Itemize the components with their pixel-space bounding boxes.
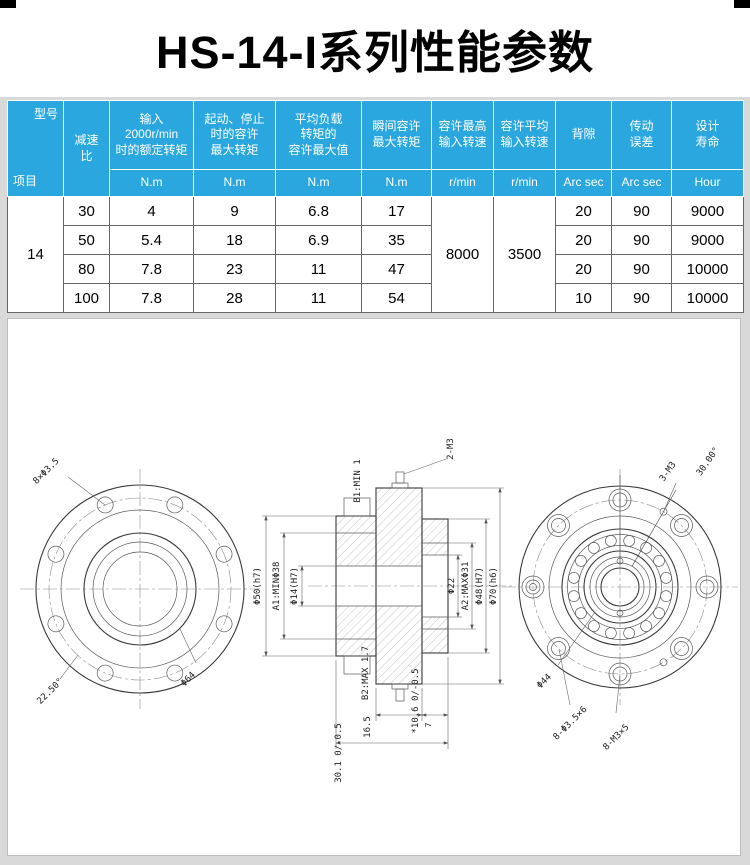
unit-transmission-error: Arc sec [611, 169, 672, 197]
cell-rated-torque: 5.4 [109, 225, 194, 255]
model-cell: 14 [7, 196, 64, 313]
corner-header-cell: 型号 项目 [7, 100, 64, 197]
technical-drawing: 8×Φ3.5 22.50° Φ64 [20, 438, 738, 783]
col-header-design-life: 设计 寿命 [671, 100, 744, 170]
cell-ratio: 100 [63, 283, 110, 313]
dim-label-16-5: 16.5 [363, 716, 373, 738]
dim-label-2250deg: 22.50° [36, 677, 66, 707]
dim-label-30deg: 30.00° [695, 446, 722, 478]
dim-label-b2-max: B2:MAX 1.7 [361, 646, 371, 700]
cell-avg-load-torque: 6.9 [275, 225, 362, 255]
col-header-avg-load-torque: 平均负载 转矩的 容许最大值 [275, 100, 362, 170]
cell-design-life: 9000 [671, 196, 744, 226]
table-row: 50 5.4 18 6.9 35 20 90 9000 [8, 225, 744, 255]
dim-label-a2-max-phi31: A2:MAXΦ31 [461, 562, 471, 611]
col-header-instant-torque: 瞬间容许 最大转矩 [361, 100, 432, 170]
cell-backlash: 20 [555, 254, 612, 284]
corner-mark-right [734, 0, 750, 8]
cell-startstop-torque: 9 [193, 196, 276, 226]
dim-label-8-phi35x6: 8-Φ3.5×6 [552, 705, 590, 743]
dim-label-2-m3: 2-M3 [446, 438, 456, 460]
unit-startstop-torque: N.m [193, 169, 276, 197]
cell-design-life: 10000 [671, 254, 744, 284]
title-band: HS-14-I系列性能参数 [0, 0, 750, 97]
dim-label-b1-min: B1:MIN 1 [353, 459, 363, 502]
table-row: 80 7.8 23 11 47 20 90 10000 [8, 254, 744, 284]
dim-label-phi50: Φ50(h7) [253, 567, 263, 605]
col-header-transmission-error: 传动 误差 [611, 100, 672, 170]
corner-label-model: 型号 [33, 107, 58, 121]
cell-startstop-torque: 23 [193, 254, 276, 284]
col-header-startstop-torque: 起动、停止 时的容许 最大转矩 [193, 100, 276, 170]
cell-transmission-error: 90 [611, 283, 672, 313]
dim-label-3-m3: 3-M3 [658, 460, 679, 484]
col-header-ratio: 减速 比 [63, 100, 110, 197]
cell-avg-input-speed: 3500 [493, 196, 556, 313]
cell-rated-torque: 7.8 [109, 283, 194, 313]
front-view: 8×Φ3.5 22.50° Φ64 [20, 457, 260, 709]
cell-transmission-error: 90 [611, 196, 672, 226]
cell-ratio: 50 [63, 225, 110, 255]
dim-label-phi14: Φ14(H7) [290, 567, 300, 605]
cell-instant-torque: 17 [361, 196, 432, 226]
dim-label-phi64: Φ64 [179, 670, 198, 689]
dim-label-8xphi35: 8×Φ3.5 [32, 457, 62, 487]
cell-instant-torque: 35 [361, 225, 432, 255]
cell-transmission-error: 90 [611, 254, 672, 284]
page-title: HS-14-I系列性能参数 [155, 27, 595, 78]
performance-table: 型号 项目 减速 比 输入 2000r/min 时的额定转矩 起动、停止 时的容… [7, 100, 744, 313]
corner-mark-left [0, 0, 16, 8]
cell-design-life: 10000 [671, 283, 744, 313]
cell-backlash: 10 [555, 283, 612, 313]
col-header-backlash: 背隙 [555, 100, 612, 170]
dim-label-phi48: Φ48(H7) [475, 567, 485, 605]
cell-avg-load-torque: 11 [275, 283, 362, 313]
rear-view: 3-M3 30.00° Φ44 8-Φ3.5×6 8-M3×5 [502, 446, 738, 753]
dim-label-phi44: Φ44 [535, 672, 554, 691]
cell-ratio: 30 [63, 196, 110, 226]
cell-startstop-torque: 18 [193, 225, 276, 255]
col-header-max-speed: 容许最高 输入转速 [431, 100, 494, 170]
cell-startstop-torque: 28 [193, 283, 276, 313]
corner-label-item: 项目 [13, 174, 38, 189]
cell-backlash: 20 [555, 225, 612, 255]
drawing-panel: 8×Φ3.5 22.50° Φ64 [7, 318, 741, 856]
col-header-avg-speed: 容许平均 输入转速 [493, 100, 556, 170]
cell-ratio: 80 [63, 254, 110, 284]
cell-instant-torque: 47 [361, 254, 432, 284]
cell-backlash: 20 [555, 196, 612, 226]
unit-avg-load-torque: N.m [275, 169, 362, 197]
unit-design-life: Hour [671, 169, 744, 197]
cell-design-life: 9000 [671, 225, 744, 255]
cell-avg-load-torque: 6.8 [275, 196, 362, 226]
dim-label-7: 7 [424, 722, 433, 727]
table-row: 100 7.8 28 11 54 10 90 10000 [8, 283, 744, 313]
cell-avg-load-torque: 11 [275, 254, 362, 284]
dim-label-a1-min-phi38: A1:MINΦ38 [272, 562, 282, 611]
cell-max-input-speed: 8000 [431, 196, 494, 313]
dim-label-phi70: Φ70(h6) [489, 567, 499, 605]
dim-label-phi22: Φ22 [447, 578, 457, 594]
dim-label-10-6: *10.6 0/-0.5 [411, 668, 421, 733]
cell-transmission-error: 90 [611, 225, 672, 255]
cell-rated-torque: 7.8 [109, 254, 194, 284]
col-header-rated-torque: 输入 2000r/min 时的额定转矩 [109, 100, 194, 170]
unit-rated-torque: N.m [109, 169, 194, 197]
unit-avg-speed: r/min [493, 169, 556, 197]
dim-label-30-1: 30.1 0/-0.5 [334, 723, 344, 783]
front-bolt-holes [47, 496, 233, 682]
dim-label-8-m3x5: 8-M3×5 [602, 723, 632, 753]
unit-backlash: Arc sec [555, 169, 612, 197]
cell-rated-torque: 4 [109, 196, 194, 226]
unit-instant-torque: N.m [361, 169, 432, 197]
unit-max-speed: r/min [431, 169, 494, 197]
section-view: Φ50(h7) A1:MINΦ38 Φ14(H7) Φ22 A2:MAXΦ31 [253, 438, 513, 783]
cell-instant-torque: 54 [361, 283, 432, 313]
table-row: 14 30 4 9 6.8 17 8000 3500 20 90 9000 [7, 196, 744, 313]
